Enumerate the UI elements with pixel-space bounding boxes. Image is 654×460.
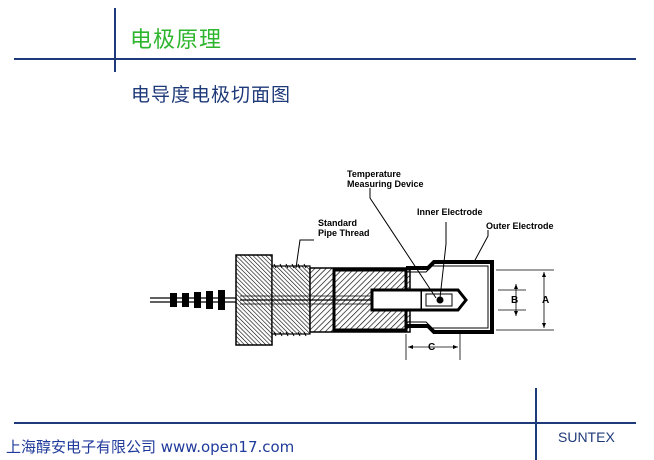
dimension-label-b: B <box>511 295 518 306</box>
label-inner-electrode: Inner Electrode <box>417 207 483 217</box>
label-outer-electrode: Outer Electrode <box>486 221 554 231</box>
cable <box>150 290 240 310</box>
footer-horizontal-rule <box>14 422 636 424</box>
slide-title: 电极原理 <box>130 28 223 53</box>
electrode-cross-section-diagram: Temperature Measuring Device Standard Pi… <box>150 169 554 360</box>
label-temperature-line2: Measuring Device <box>347 179 424 189</box>
label-temperature-line1: Temperature <box>347 169 401 179</box>
outer-electrode <box>406 260 494 334</box>
header-vertical-rule <box>114 8 116 72</box>
dimension-label-c: C <box>428 342 435 353</box>
slide-subtitle: 电导度电极切面图 <box>131 84 292 106</box>
inner-electrode <box>370 288 424 312</box>
header-horizontal-rule <box>14 58 636 60</box>
footer-brand: SUNTEX <box>558 429 615 445</box>
footer-company-name: 上海醇安电子有限公司 www.open17.com <box>6 438 295 456</box>
label-standard-line2: Pipe Thread <box>318 228 370 238</box>
footer-vertical-rule <box>535 388 537 460</box>
dimension-label-a: A <box>542 295 549 306</box>
label-standard-line1: Standard <box>318 218 357 228</box>
